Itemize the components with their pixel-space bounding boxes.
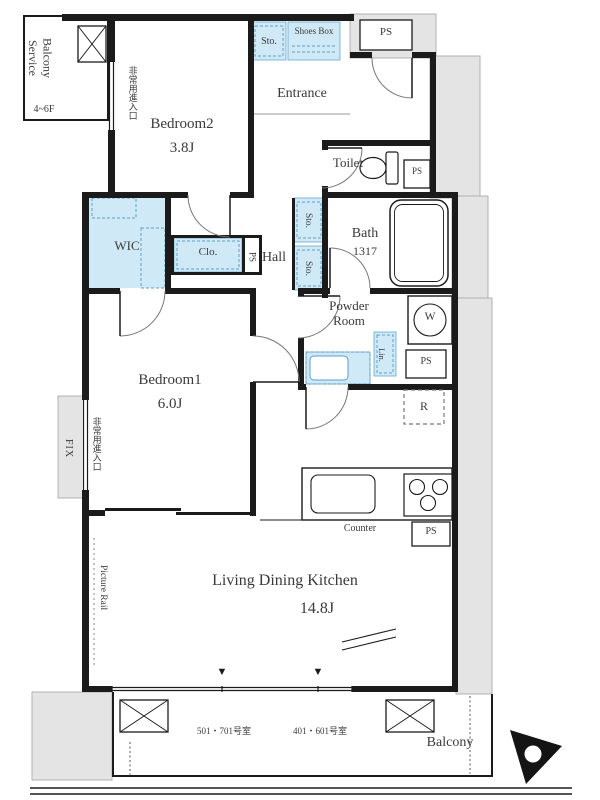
balcony-label: Balcony: [426, 735, 474, 750]
ps-label-top: PS: [379, 26, 393, 38]
bedroom2-size: 3.8J: [169, 140, 195, 156]
bathtub-icon: [389, 199, 449, 287]
service-balcony-label: Service Balcony: [26, 38, 55, 78]
wic-label: WIC: [114, 238, 140, 253]
unit-marker-right: ▼: [312, 666, 324, 678]
storage-hall-upper-label: Sto.: [303, 213, 314, 229]
unit-marker-left: ▼: [216, 666, 228, 678]
linen-label: Lin.: [377, 348, 388, 362]
hall-label: Hall: [261, 250, 287, 265]
water-area-fills: [89, 21, 403, 517]
entrance-label: Entrance: [277, 86, 327, 101]
service-balcony-outline: [23, 15, 109, 121]
ps-label-closet: PS: [247, 251, 258, 262]
toilet-label: Toilet: [332, 155, 364, 170]
ldk-size: 14.8J: [299, 600, 335, 617]
emergency-entry-label-bedroom2: 非常用進入口: [127, 66, 138, 120]
compass-north-icon: [510, 730, 562, 784]
storage-entrance-label: Sto.: [261, 36, 277, 47]
pipe-space-boxes: [359, 19, 451, 547]
ps-label-kitchen: PS: [425, 526, 437, 537]
bedroom1-size: 6.0J: [157, 396, 183, 412]
emergency-entry-label-bedroom1: 非常用進入口: [91, 417, 102, 471]
exterior-areas: [31, 13, 493, 781]
bedroom1-name: Bedroom1: [138, 372, 202, 388]
balcony-rail: [112, 692, 493, 777]
ldk-name: Living Dining Kitchen: [212, 572, 358, 589]
units-right-label: 401・601号室: [292, 726, 347, 736]
picture-rail-label: Picture Rail: [98, 565, 109, 611]
washer-icon: [407, 295, 453, 345]
misc-lines: [93, 113, 471, 776]
service-balcony-floors-label: 4~6F: [33, 104, 55, 115]
door-swings: [119, 57, 413, 430]
balcony-partition-lines: [129, 696, 471, 776]
kitchen-counter: [260, 467, 453, 521]
units-left-label: 501・701号室: [196, 726, 251, 736]
toilet-icon: [359, 151, 399, 185]
powder-room-label: Powder Room: [329, 298, 369, 329]
refrigerator-label: R: [419, 399, 428, 413]
bath-name: Bath: [351, 226, 379, 241]
bath-size: 1317: [353, 244, 377, 258]
ps-label-toilet: PS: [411, 166, 422, 176]
shoes-box-label: Shoes Box: [294, 26, 334, 36]
bedroom2-name: Bedroom2: [150, 116, 214, 132]
site-boundary-lines: [30, 787, 572, 795]
refrigerator-outline: [403, 389, 445, 425]
closet-label: Clo.: [198, 246, 218, 258]
storage-hall-lower-label: Sto.: [303, 261, 314, 277]
kitchen-sink-icon: [310, 474, 376, 514]
washer-label: W: [424, 311, 436, 323]
powder-sink-icon: [309, 355, 349, 381]
fix-window-label: FIX: [62, 439, 74, 459]
windows: [82, 62, 353, 692]
walls: [62, 14, 458, 692]
vent-grille-icons: [77, 25, 435, 733]
counter-label: Counter: [343, 523, 377, 534]
ps-label-middle: PS: [420, 356, 432, 367]
ldk-symbol: [341, 628, 397, 651]
sliding-door: [105, 508, 252, 515]
